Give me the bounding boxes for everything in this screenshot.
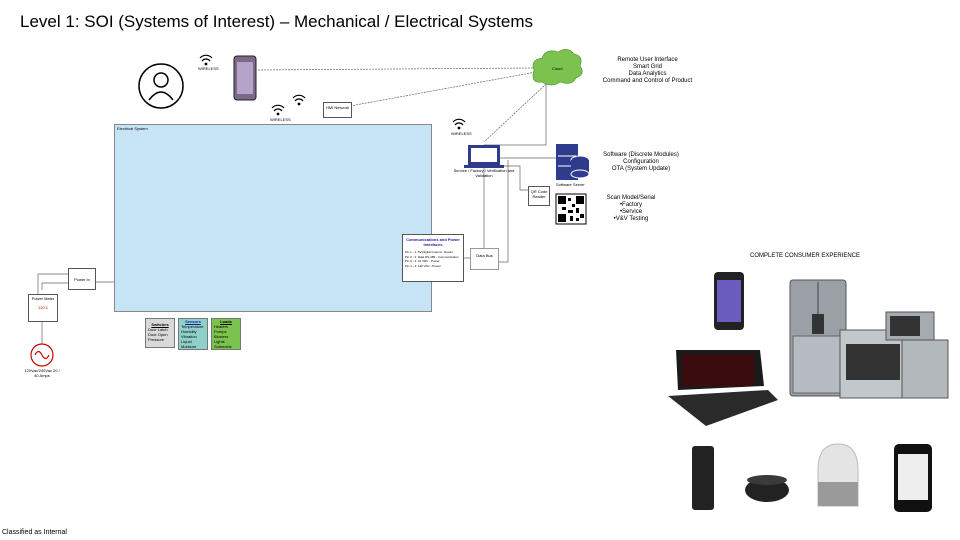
pin-item: Pin 1 - 1: 5V Digital Ground - Return [405,250,454,254]
electrical-system-label: Electrical System [117,126,148,131]
pin-item: Pin 4 - 4: 120 VAC - Power [405,263,441,268]
power-meter-reading: 120.1 [37,305,48,310]
data-bus-label: Data Bus [476,253,493,258]
sensor-item: Moisture [181,344,197,349]
supply-label: 120Vac/240Vac 20 / 40 Amps [24,368,60,378]
software-list: Software (Discrete Modules) Configuratio… [596,152,686,173]
sensor-item: Liquid [181,339,192,344]
communications-title: Communications and Power Interfaces [406,237,460,247]
cloud-service-item: Data Analytics [628,71,667,77]
software-item: Configuration [623,159,659,165]
cloud-services-list: Remote User Interface Smart Grid Data An… [600,57,695,85]
electrical-system-box: Electrical System [114,124,432,312]
cloud-service-item: Remote User Interface [617,57,678,63]
sensor-item: Temperature [181,324,204,329]
power-meter-box: Power Meter 120.1 [28,294,58,322]
hmi-network-box[interactable]: HMI Network [323,102,352,118]
power-meter-label: Power Meter [31,296,55,301]
communications-box: Communications and Power Interfaces Pin … [402,234,464,282]
power-in-box: Power In [68,268,96,290]
scan-item: •Service [619,209,643,215]
sensors-title: Sensors [185,319,201,324]
switch-item: Pressure [148,337,165,342]
load-item: Pumps [214,329,227,334]
cloud-service-item: Smart Grid [632,64,662,70]
switches-box: Switches Door Latch Door Open Pressure [145,318,175,348]
qr-reader-box[interactable]: QR Code Reader [528,186,550,206]
server-label: Software Server [556,182,585,187]
scan-item: Scan Model/Serial [606,195,656,201]
switch-item: Door Latch [148,327,168,332]
wireless-label: WIRELESS [270,117,291,122]
load-item: Blowers [214,334,229,339]
switch-item: Door Open [148,332,168,337]
service-label: Service / Factory / Verification and Val… [453,168,515,178]
page-title: Level 1: SOI (Systems of Interest) – Mec… [20,12,534,31]
sensors-box: Sensors Temperature Humidity Vibration L… [178,318,208,350]
consumer-experience-title: COMPLETE CONSUMER EXPERIENCE [750,253,861,259]
classification-footer: Classified as Internal [2,529,67,536]
wireless-label: WIRELESS [198,66,219,71]
software-item: Software (Discrete Modules) [603,152,679,158]
scan-item: •Factory [619,202,643,208]
power-in-label: Power In [74,277,90,282]
cloud-shape [532,49,583,86]
qr-reader-label: QR Code Reader [530,189,548,199]
load-item: Lights [214,339,225,344]
load-item: Heaters [214,324,229,329]
sensor-item: Vibration [181,334,197,339]
sensor-item: Humidity [181,329,197,334]
scan-list: Scan Model/Serial •Factory •Service •V&V… [596,195,666,223]
load-item: Solenoids [214,344,232,349]
wireless-label: WIRELESS [451,131,472,136]
pin-item: Pin 2 - 2: Data RS-485 - Communication [405,254,459,259]
scan-item: •V&V Testing [613,216,649,222]
hmi-network-label: HMI Network [325,105,350,110]
pin-item: Pin 3 - 3: 12 VDC - Power [405,259,440,263]
loads-title: Loads [220,319,232,324]
loads-box: Loads Heaters Pumps Blowers Lights Solen… [211,318,241,350]
software-item: OTA (System Update) [611,166,671,172]
data-bus-box: Data Bus [470,248,499,270]
switches-title: Switches [151,322,169,327]
cloud-service-item: Command and Control of Product [602,78,693,84]
cloud-label: Cloud [552,66,563,71]
